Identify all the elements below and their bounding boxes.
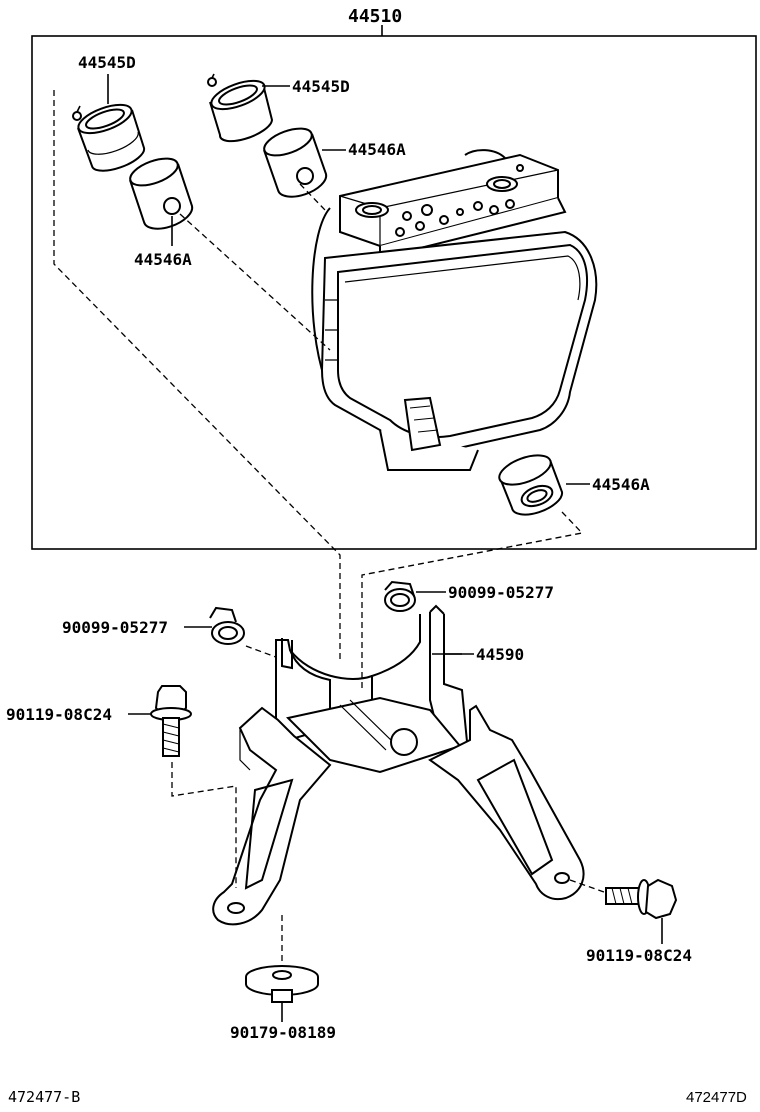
alignment-lines-upper [53, 90, 584, 690]
cushion-left-part [129, 157, 194, 230]
footer-left-code: 472477-B [8, 1088, 80, 1106]
cushion-bottom-label: 44546A [592, 475, 650, 494]
cushion-bottom-part [498, 454, 564, 516]
washer-bolt-label: 90179-08189 [230, 1023, 336, 1042]
seal-left-part [72, 103, 146, 172]
abs-actuator-body [311, 149, 598, 471]
washer-bolt-part [245, 965, 319, 1003]
footer-right-code: 472477D [686, 1089, 747, 1106]
bracket-label: 44590 [476, 645, 524, 664]
bolt-left-label: 90119-08C24 [6, 705, 112, 724]
grommet-right-part [384, 580, 416, 612]
seal-right-label: 44545D [292, 77, 350, 96]
bracket-part [212, 604, 585, 926]
cushion-left-label: 44546A [134, 250, 192, 269]
grommet-left-part [209, 606, 245, 645]
bolt-right-part [605, 878, 678, 920]
cushion-top-part [263, 127, 328, 198]
grommet-left-label: 90099-05277 [62, 618, 168, 637]
assembly-frame [31, 25, 757, 550]
bolt-left-part [150, 685, 192, 757]
seal-right-part [207, 73, 274, 143]
cushion-top-label: 44546A [348, 140, 406, 159]
bolt-right-label: 90119-08C24 [586, 946, 692, 965]
grommet-right-label: 90099-05277 [448, 583, 554, 602]
seal-left-label: 44545D [78, 53, 136, 72]
assembly-part-number: 44510 [348, 6, 402, 27]
